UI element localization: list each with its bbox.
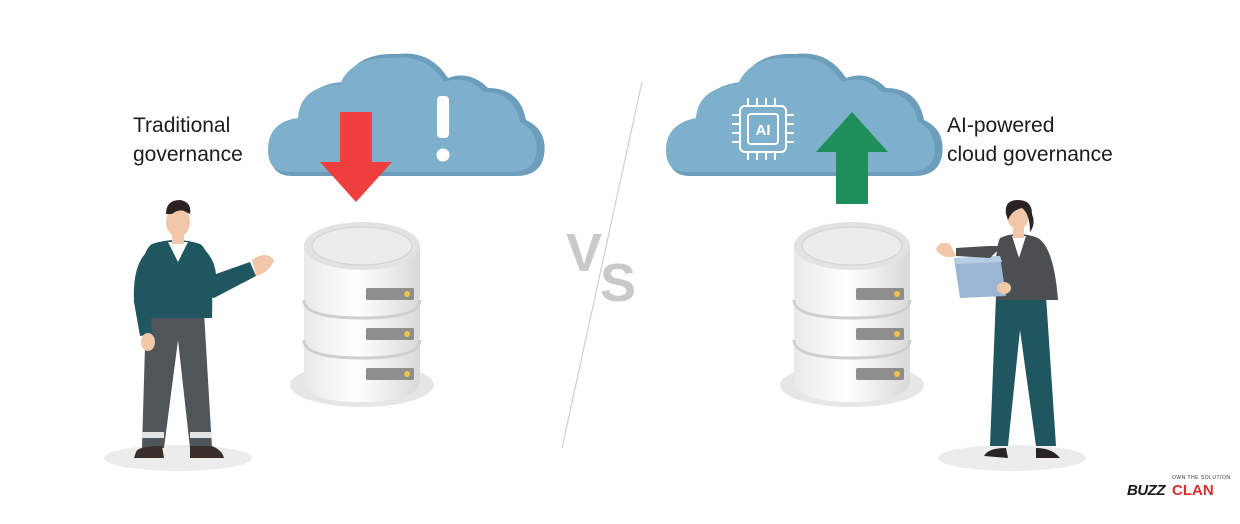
left-exclamation-icon [436, 96, 450, 162]
divider-line [561, 81, 643, 449]
left-cloud [268, 53, 545, 176]
ai-governance-caption: AI-powered cloud governance [947, 111, 1113, 169]
right-up-arrow [816, 112, 888, 204]
caption-left-line1: Traditional [133, 114, 231, 137]
right-database [780, 222, 924, 407]
left-database [290, 222, 434, 407]
brand-name-part2: CLAN [1172, 482, 1214, 499]
right-cloud [666, 53, 943, 176]
ai-chip-label: AI [756, 122, 771, 139]
brand-tagline: OWN THE SOLUTION [1172, 475, 1231, 481]
ai-chip-icon [732, 98, 794, 160]
vs-letter-s: S [600, 253, 637, 313]
vs-letter-v: V [566, 223, 603, 283]
brand-name-part1: BUZZ [1127, 482, 1166, 499]
traditional-governance-caption: Traditional governance [133, 111, 243, 169]
caption-left-line2: governance [133, 143, 243, 166]
caption-right-line2: cloud governance [947, 143, 1113, 166]
man-figure [104, 200, 274, 471]
left-down-arrow [320, 112, 392, 202]
woman-figure [936, 200, 1086, 471]
caption-right-line1: AI-powered [947, 114, 1055, 137]
brand-logo: OWN THE SOLUTION BUZZ CLAN [1127, 475, 1230, 505]
